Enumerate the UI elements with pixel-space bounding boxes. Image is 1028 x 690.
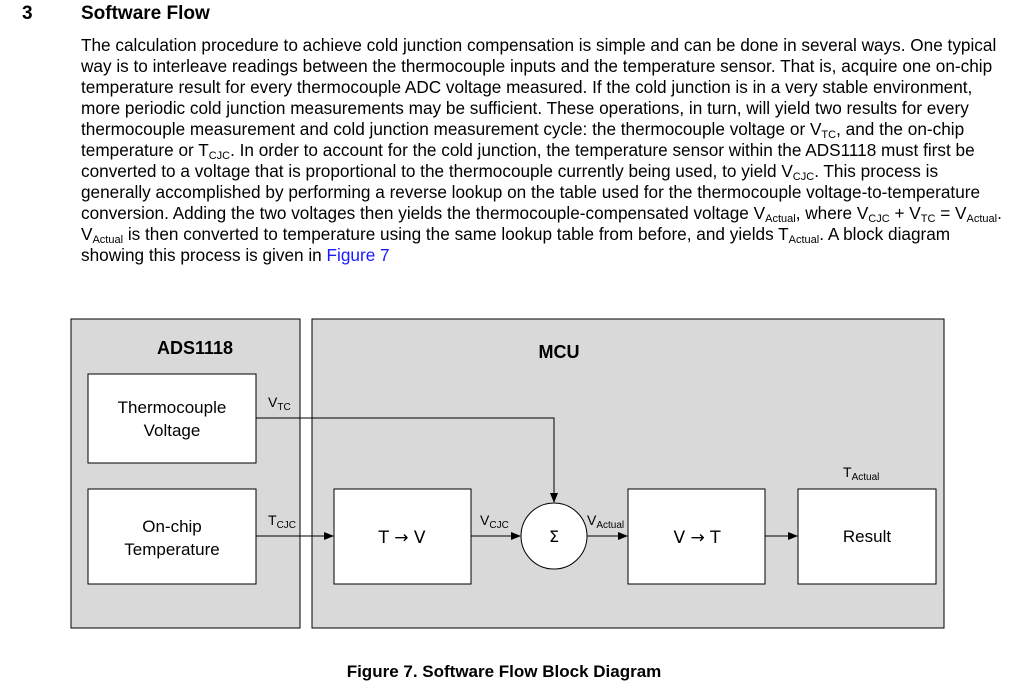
onchip-label-line1: On-chip <box>142 517 202 536</box>
ads1118-label: ADS1118 <box>157 338 233 358</box>
para-text: , and the on-chip temperature or T <box>81 119 965 160</box>
result-block <box>797 488 937 585</box>
figure-7-link[interactable]: Figure 7 <box>326 245 390 265</box>
result-label: Result <box>843 527 891 546</box>
tactual-label-sub: Actual <box>852 472 880 483</box>
para-subscript: Actual <box>92 234 124 246</box>
vcjc-label-main: V <box>480 512 490 528</box>
thermocouple-label-line1: Thermocouple <box>118 398 227 417</box>
t-to-v-label: T → V <box>377 528 425 548</box>
para-subscript: Actual <box>966 213 998 225</box>
sum-symbol: Σ <box>549 527 559 546</box>
tcjc-label-sub: CJC <box>277 520 296 531</box>
onchip-label-line2: Temperature <box>124 540 219 559</box>
para-text: . V <box>81 203 1002 244</box>
onchip-temperature-block <box>87 488 257 585</box>
vtc-arrow <box>256 417 558 503</box>
tactual-label-main: T <box>843 464 852 480</box>
para-subscript: TC <box>920 213 936 225</box>
mcu-label: MCU <box>539 342 580 362</box>
para-subscript: TC <box>821 129 837 141</box>
tcjc-label: TCJC <box>268 512 296 531</box>
vactual-label-sub: Actual <box>596 520 624 531</box>
para-text: = V <box>935 203 967 223</box>
para-text: is then converted to temperature using t… <box>123 224 789 244</box>
para-text: . A block diagram showing this process i… <box>81 224 951 265</box>
para-text: The calculation procedure to achieve col… <box>81 35 997 139</box>
vactual-label-main: V <box>587 512 597 528</box>
para-subscript: Actual <box>765 213 796 225</box>
tactual-label: TActual <box>843 464 879 483</box>
vcjc-label-sub: CJC <box>489 520 508 531</box>
para-text: . This process is generally accomplished… <box>81 161 981 223</box>
body-paragraph: The calculation procedure to achieve col… <box>81 35 1011 266</box>
vactual-label: VActual <box>587 512 624 531</box>
t-to-v-block <box>333 488 472 585</box>
figure-caption: Figure 7. Software Flow Block Diagram <box>346 662 662 681</box>
vtc-label-sub: TC <box>277 402 290 413</box>
v-to-t-block <box>627 488 766 585</box>
section-title: Software Flow <box>81 3 210 24</box>
para-subscript: CJC <box>868 213 890 225</box>
tcjc-label-main: T <box>268 512 277 528</box>
vcjc-label: VCJC <box>480 512 509 531</box>
para-subscript: Actual <box>788 234 820 246</box>
thermocouple-label-line2: Voltage <box>144 421 201 440</box>
para-text: + V <box>889 203 921 223</box>
vtc-label: VTC <box>268 394 291 413</box>
para-text: . In order to account for the cold junct… <box>81 140 975 181</box>
para-text: , where V <box>795 203 869 223</box>
v-to-t-label: V → T <box>673 528 721 548</box>
section-number: 3 <box>22 3 33 24</box>
para-subscript: CJC <box>792 171 815 183</box>
thermocouple-voltage-block <box>87 373 257 464</box>
para-subscript: CJC <box>208 150 231 162</box>
vtc-label-main: V <box>268 394 278 410</box>
